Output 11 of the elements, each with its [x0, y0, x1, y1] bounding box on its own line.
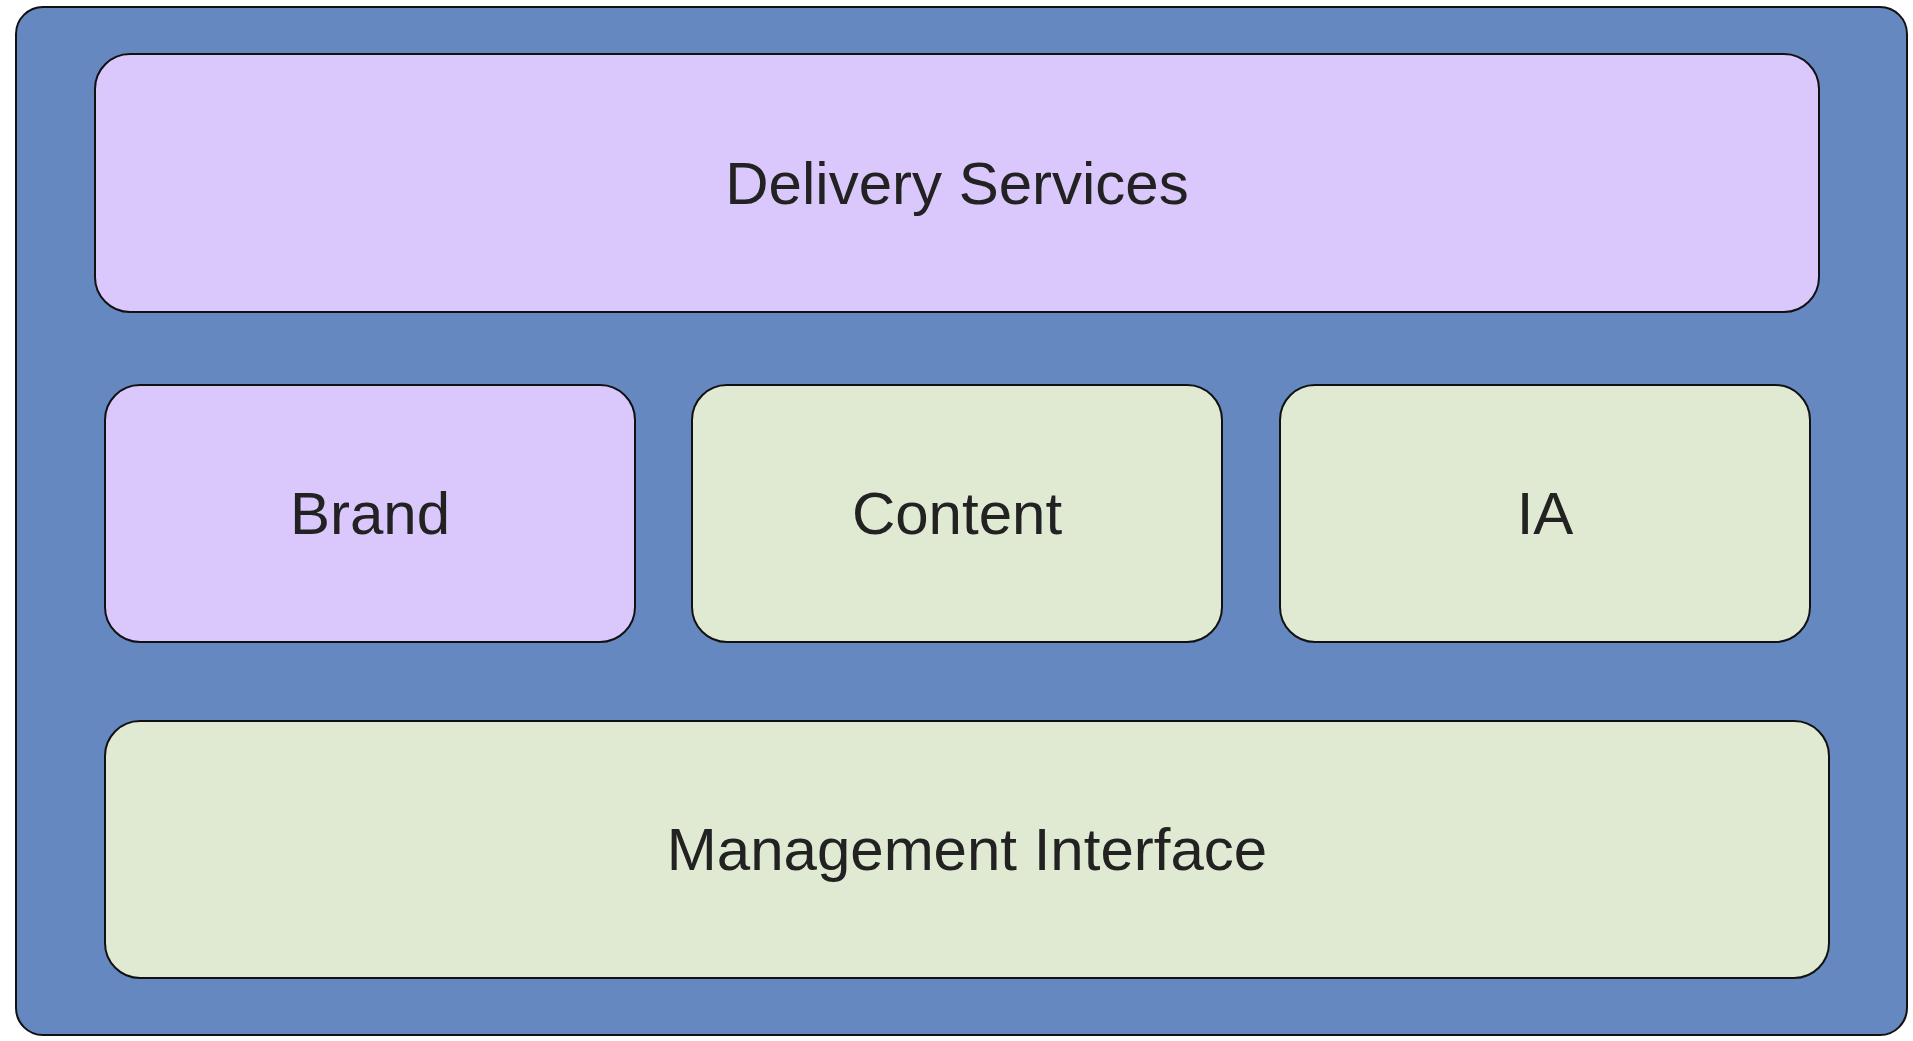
- layer-label: Brand: [289, 479, 451, 548]
- component-box: [104, 384, 636, 643]
- layer-label: Management Interface: [666, 815, 1268, 884]
- component-box: [1279, 384, 1811, 643]
- component-box: [691, 384, 1223, 643]
- layer-label: IA: [1516, 479, 1574, 548]
- layer-box: [94, 53, 1820, 313]
- layer-label: Delivery Services: [725, 148, 1189, 218]
- layer-label: Content: [851, 479, 1063, 548]
- layer-box: [104, 720, 1830, 979]
- layer-stack-panel: [15, 6, 1908, 1036]
